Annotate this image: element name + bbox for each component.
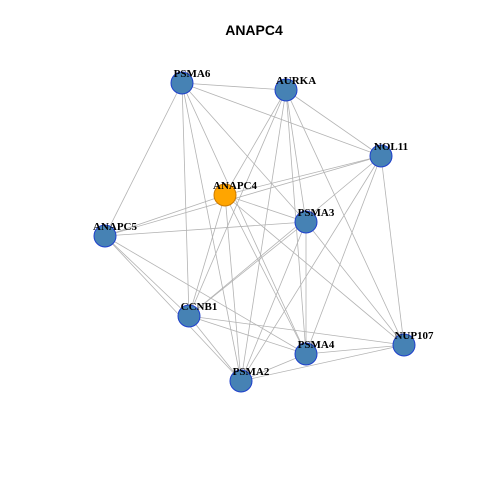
edge-aurka-ccnb1: [188, 89, 287, 317]
edge-psma3-anapc5: [104, 221, 307, 237]
node-label-anapc5: ANAPC5: [93, 221, 137, 233]
edge-aurka-psma2: [240, 89, 287, 382]
node-label-nol11: NOL11: [374, 141, 408, 153]
node-anapc5[interactable]: [93, 224, 117, 248]
edge-psma3-ccnb1: [188, 221, 307, 317]
edge-nol11-nup107: [380, 155, 405, 346]
node-label-psma6: PSMA6: [174, 68, 211, 80]
edge-psma6-anapc5: [104, 82, 183, 237]
node-nup107[interactable]: [392, 333, 416, 357]
node-anapc4[interactable]: [213, 183, 237, 207]
edge-aurka-nup107: [285, 89, 405, 346]
edge-psma6-psma3: [181, 82, 307, 223]
node-psma2[interactable]: [229, 369, 253, 393]
node-label-psma3: PSMA3: [298, 207, 335, 219]
edge-anapc4-psma4: [224, 194, 307, 355]
node-nol11[interactable]: [369, 144, 393, 168]
node-label-aurka: AURKA: [276, 75, 316, 87]
edge-anapc4-psma2: [224, 194, 242, 382]
edge-ccnb1-nup107: [188, 315, 405, 346]
edge-anapc4-ccnb1: [188, 194, 226, 317]
node-label-psma2: PSMA2: [233, 366, 270, 378]
edge-psma6-ccnb1: [181, 82, 190, 317]
edge-anapc4-anapc5: [104, 194, 226, 237]
edge-ccnb1-psma2: [188, 315, 242, 382]
edge-anapc5-psma4: [104, 235, 307, 355]
edge-anapc5-psma2: [104, 235, 242, 382]
edge-layer: [104, 82, 405, 382]
node-label-ccnb1: CCNB1: [181, 301, 218, 313]
graph-title: ANAPC4: [225, 22, 283, 38]
node-ccnb1[interactable]: [177, 304, 201, 328]
edge-ccnb1-psma4: [188, 315, 307, 355]
node-layer: [93, 71, 416, 393]
node-label-psma4: PSMA4: [298, 339, 335, 351]
edge-psma4-psma2: [240, 353, 307, 382]
edge-anapc4-psma3: [224, 194, 307, 223]
edge-nol11-psma2: [240, 155, 382, 382]
node-label-nup107: NUP107: [394, 330, 434, 342]
edge-aurka-anapc4: [224, 89, 287, 196]
edge-psma4-nup107: [305, 344, 405, 355]
edge-anapc5-ccnb1: [104, 235, 190, 317]
edge-psma6-aurka: [181, 82, 287, 91]
edge-psma2-nup107: [240, 344, 405, 382]
edge-nol11-psma4: [305, 155, 382, 355]
edge-nol11-ccnb1: [188, 155, 382, 317]
edge-nol11-anapc5: [104, 155, 382, 237]
edge-aurka-nol11: [285, 89, 382, 157]
node-aurka[interactable]: [274, 78, 298, 102]
edge-nol11-anapc4: [224, 155, 382, 196]
node-label-anapc4: ANAPC4: [213, 180, 257, 192]
edge-psma6-psma2: [181, 82, 242, 382]
edge-psma6-psma4: [181, 82, 307, 355]
node-psma3[interactable]: [294, 210, 318, 234]
node-psma4[interactable]: [294, 342, 318, 366]
edge-anapc4-nup107: [224, 194, 405, 346]
edge-psma3-nup107: [305, 221, 405, 346]
node-psma6[interactable]: [170, 71, 194, 95]
edge-psma3-psma2: [240, 221, 307, 382]
edge-aurka-psma3: [285, 89, 307, 223]
